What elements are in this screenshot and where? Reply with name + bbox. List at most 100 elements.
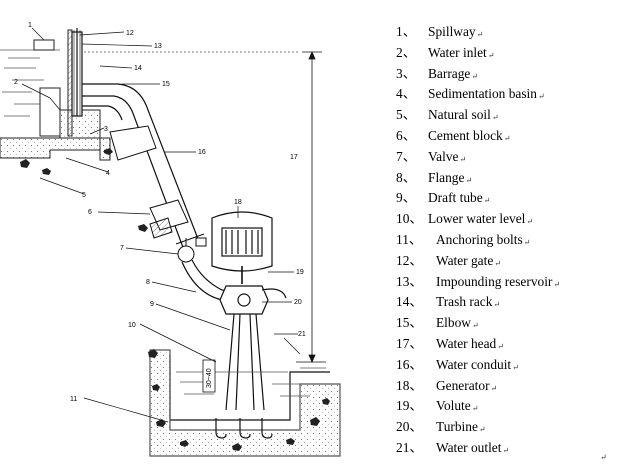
- legend-label: Natural soil: [428, 107, 491, 123]
- legend-label: Water gate: [436, 252, 494, 268]
- legend-label: Lower water level: [428, 211, 526, 227]
- callout-7: 7: [120, 245, 124, 252]
- callout-10: 10: [128, 322, 136, 329]
- barrage: [0, 29, 111, 161]
- legend-number: 13、: [396, 273, 423, 289]
- return-mark: ↵: [497, 341, 504, 351]
- depth-label: 30~40: [206, 368, 213, 388]
- legend-item: 1、 Spillway↵: [380, 22, 610, 43]
- return-mark: ↵: [512, 362, 519, 372]
- callout-8: 8: [146, 279, 150, 286]
- water-conduit: [82, 83, 201, 251]
- legend-item: 14、Trash rack↵: [380, 292, 610, 313]
- legend-label: Spillway: [428, 24, 476, 39]
- legend-item: 3、Barrage↵: [380, 64, 610, 85]
- legend-number: 21、: [396, 439, 423, 455]
- legend-item: 8、 Flange↵: [380, 168, 610, 189]
- turbine: [219, 285, 287, 315]
- legend-label: Turbine: [436, 419, 478, 435]
- return-mark: ↵: [465, 175, 473, 185]
- callout-20: 20: [294, 299, 302, 306]
- return-mark: ↵: [483, 196, 491, 206]
- callout-15: 15: [162, 81, 170, 88]
- callout-12: 12: [126, 30, 134, 37]
- legend-label: Water conduit: [436, 356, 512, 372]
- legend-number: 12、: [396, 252, 423, 268]
- tailrace: [149, 349, 341, 457]
- return-mark: ↵: [471, 404, 479, 414]
- return-mark: ↵: [471, 71, 479, 81]
- legend-number: 3、: [396, 65, 417, 81]
- rocks: [20, 148, 330, 451]
- legend-number: 2、: [396, 44, 417, 60]
- legend-number: 4、: [396, 86, 417, 102]
- return-mark: ↵: [476, 30, 484, 39]
- callout-17: 17: [290, 154, 298, 161]
- legend-label: Cement block: [428, 127, 503, 143]
- legend-item: 5、 Natural soil↵: [380, 105, 610, 126]
- return-mark: ↵: [526, 217, 534, 227]
- legend-label: Trash rack: [436, 294, 493, 310]
- callout-11: 11: [70, 396, 77, 403]
- legend-number: 17、: [396, 335, 423, 351]
- legend-item: 4、Sedimentation basin↵: [380, 84, 610, 105]
- return-mark: ↵: [553, 279, 561, 289]
- callout-1: 1: [28, 22, 32, 29]
- return-mark: ↵: [503, 133, 511, 143]
- return-mark: ↵: [491, 113, 499, 123]
- legend-item: 2、 Water inlet↵: [380, 43, 610, 64]
- callout-5: 5: [82, 192, 86, 199]
- return-mark: ↵: [478, 425, 486, 435]
- legend-number: 5、: [396, 107, 417, 123]
- legend-label: Water outlet: [436, 439, 502, 455]
- legend-item: 17、 Water head↵: [380, 334, 610, 355]
- callout-numbers: 1 2 3 4 5 6 7 8 9 10 11 12 13 14 15 16 1…: [14, 22, 306, 403]
- return-mark: ↵: [523, 237, 531, 247]
- callout-21: 21: [298, 331, 306, 338]
- legend-item: 19、Volute↵: [380, 396, 610, 417]
- legend-label: Volute: [436, 398, 471, 414]
- callout-18: 18: [234, 199, 242, 206]
- return-mark: ↵: [537, 92, 545, 102]
- water-head-dimension: [296, 50, 326, 364]
- legend-item: 11、 Anchoring bolts↵: [380, 230, 610, 251]
- legend-number: 16、: [396, 356, 423, 372]
- legend-label: Water head: [436, 335, 497, 351]
- legend-number: 6、: [396, 127, 417, 143]
- callout-2: 2: [14, 79, 18, 86]
- legend-item: 21、Water outlet↵: [380, 438, 610, 459]
- legend-number: 1、: [396, 24, 417, 39]
- legend-label: Water inlet: [428, 44, 487, 60]
- legend-number: 9、: [396, 190, 417, 206]
- legend-item: 20、Turbine↵: [380, 417, 610, 438]
- cement-blocks: [109, 125, 189, 239]
- legend-number: 18、: [396, 377, 423, 393]
- return-mark: ↵: [487, 50, 495, 60]
- legend-list: 1、Spillway↵2、Water inlet↵3、Barrage↵4、Sed…: [380, 22, 610, 459]
- legend-number: 11、: [396, 231, 423, 247]
- legend-number: 14、: [396, 294, 423, 310]
- legend-item: 18、 Generator↵: [380, 376, 610, 397]
- depth-marker: 30~40: [202, 359, 216, 393]
- legend-item: 9、Draft tube↵: [380, 188, 610, 209]
- legend-item: 16、 Water conduit↵: [380, 355, 610, 376]
- water-gate: [71, 28, 83, 117]
- return-mark: ↵: [471, 321, 479, 331]
- return-mark: ↵: [490, 383, 498, 393]
- valve: [175, 233, 207, 263]
- legend-item: 13、Impounding reservoir↵: [380, 272, 610, 293]
- return-mark: ↵: [494, 258, 501, 268]
- return-mark: ↵: [459, 154, 467, 164]
- generator: [211, 211, 273, 284]
- legend-label: Flange: [428, 169, 465, 185]
- anchoring-bolts: [215, 418, 273, 439]
- legend-label: Anchoring bolts: [436, 231, 523, 247]
- legend-label: Valve: [428, 148, 459, 164]
- callout-9: 9: [150, 301, 154, 308]
- legend-label: Generator: [436, 377, 490, 393]
- legend-item: 10、Lower water level↵: [380, 209, 610, 230]
- legend-number: 15、: [396, 315, 423, 331]
- legend-number: 8、: [396, 169, 417, 185]
- callout-13: 13: [154, 43, 162, 50]
- callout-6: 6: [88, 209, 92, 216]
